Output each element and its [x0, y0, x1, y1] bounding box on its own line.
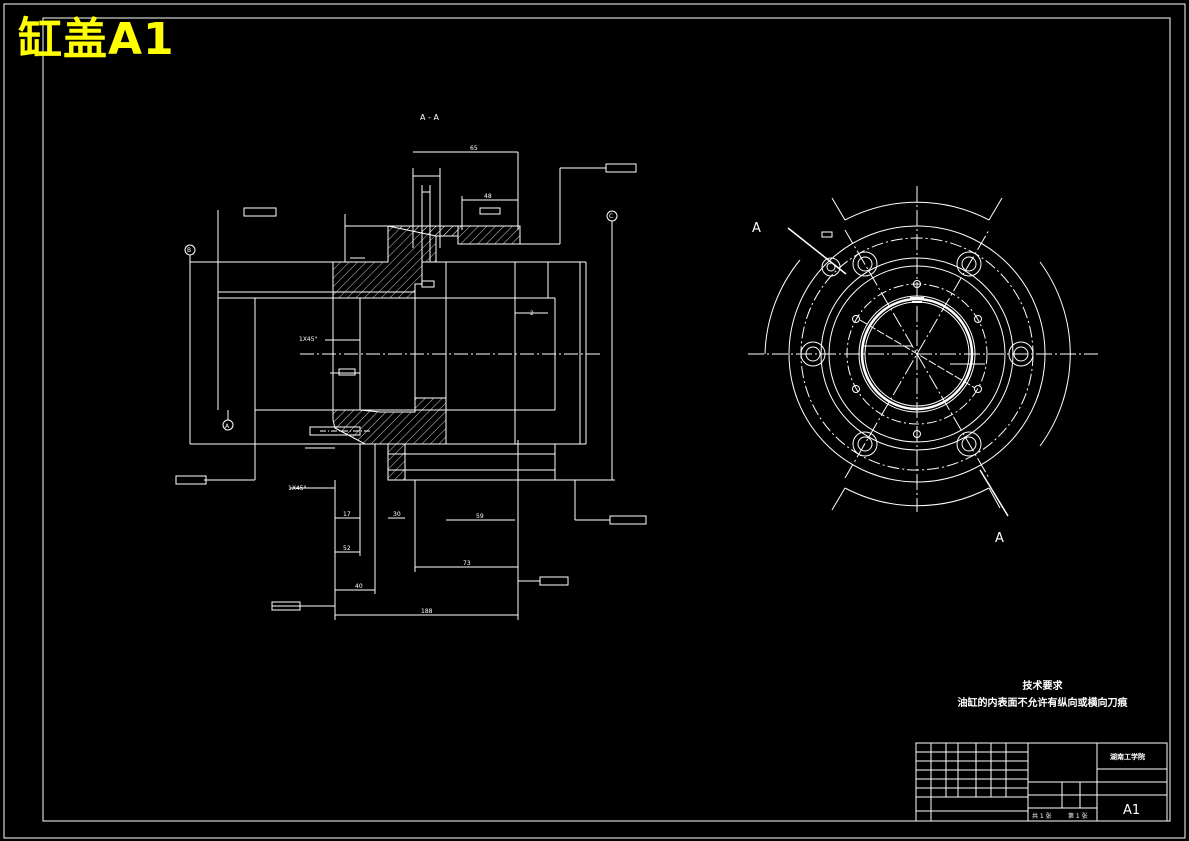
dim-48: 48	[484, 193, 492, 200]
dim-17: 17	[343, 511, 351, 518]
dim-65: 65	[470, 145, 478, 152]
section-label: A - A	[420, 113, 439, 122]
title-block-sheet-no: 第 1 张	[1068, 812, 1088, 820]
dim-40: 40	[355, 583, 363, 590]
dim-chamfer-2: 1X45°	[288, 485, 307, 492]
tech-requirements: 技术要求 油缸的内表面不允许有纵向或横向刀痕	[930, 677, 1155, 709]
tolerance-frame-6	[271, 601, 301, 611]
drawing-title: 缸盖A1	[18, 14, 175, 65]
dim-59: 59	[476, 513, 484, 520]
title-block-sheet-total: 共 1 张	[1032, 812, 1052, 820]
tolerance-frame-1	[243, 207, 277, 217]
dim-52: 52	[343, 545, 351, 552]
dim-chamfer-1: 1X45°	[299, 336, 318, 343]
tolerance-frame-4	[609, 515, 647, 525]
cut-label-bottom: A	[995, 531, 1004, 546]
datum-b-label: B	[187, 247, 191, 254]
outer-border	[3, 3, 1186, 839]
title-block-part-no: A1	[1123, 803, 1140, 818]
end-view	[748, 186, 1098, 517]
title-block	[915, 742, 1168, 822]
dim-73: 73	[463, 560, 471, 567]
dim-30: 30	[393, 511, 401, 518]
tolerance-frame-5	[539, 576, 569, 586]
tolerance-frame-2	[605, 163, 637, 173]
tolerance-frame-3	[175, 475, 207, 485]
cut-label-top: A	[752, 221, 761, 236]
tech-requirements-heading: 技术要求	[1022, 681, 1063, 692]
tech-requirements-line1: 油缸的内表面不允许有纵向或横向刀痕	[957, 698, 1128, 709]
section-dimension-texts: 65 48 17 30 59 52 73 40 188 2 1X45° 1X45…	[187, 113, 613, 615]
dim-2: 2	[530, 310, 534, 317]
inner-border	[42, 17, 1171, 822]
datum-c-label: C	[609, 213, 613, 220]
datum-a-label: A	[225, 423, 230, 430]
dim-188: 188	[421, 608, 433, 615]
title-block-school: 湖南工学院	[1110, 752, 1145, 761]
section-view	[175, 151, 647, 620]
